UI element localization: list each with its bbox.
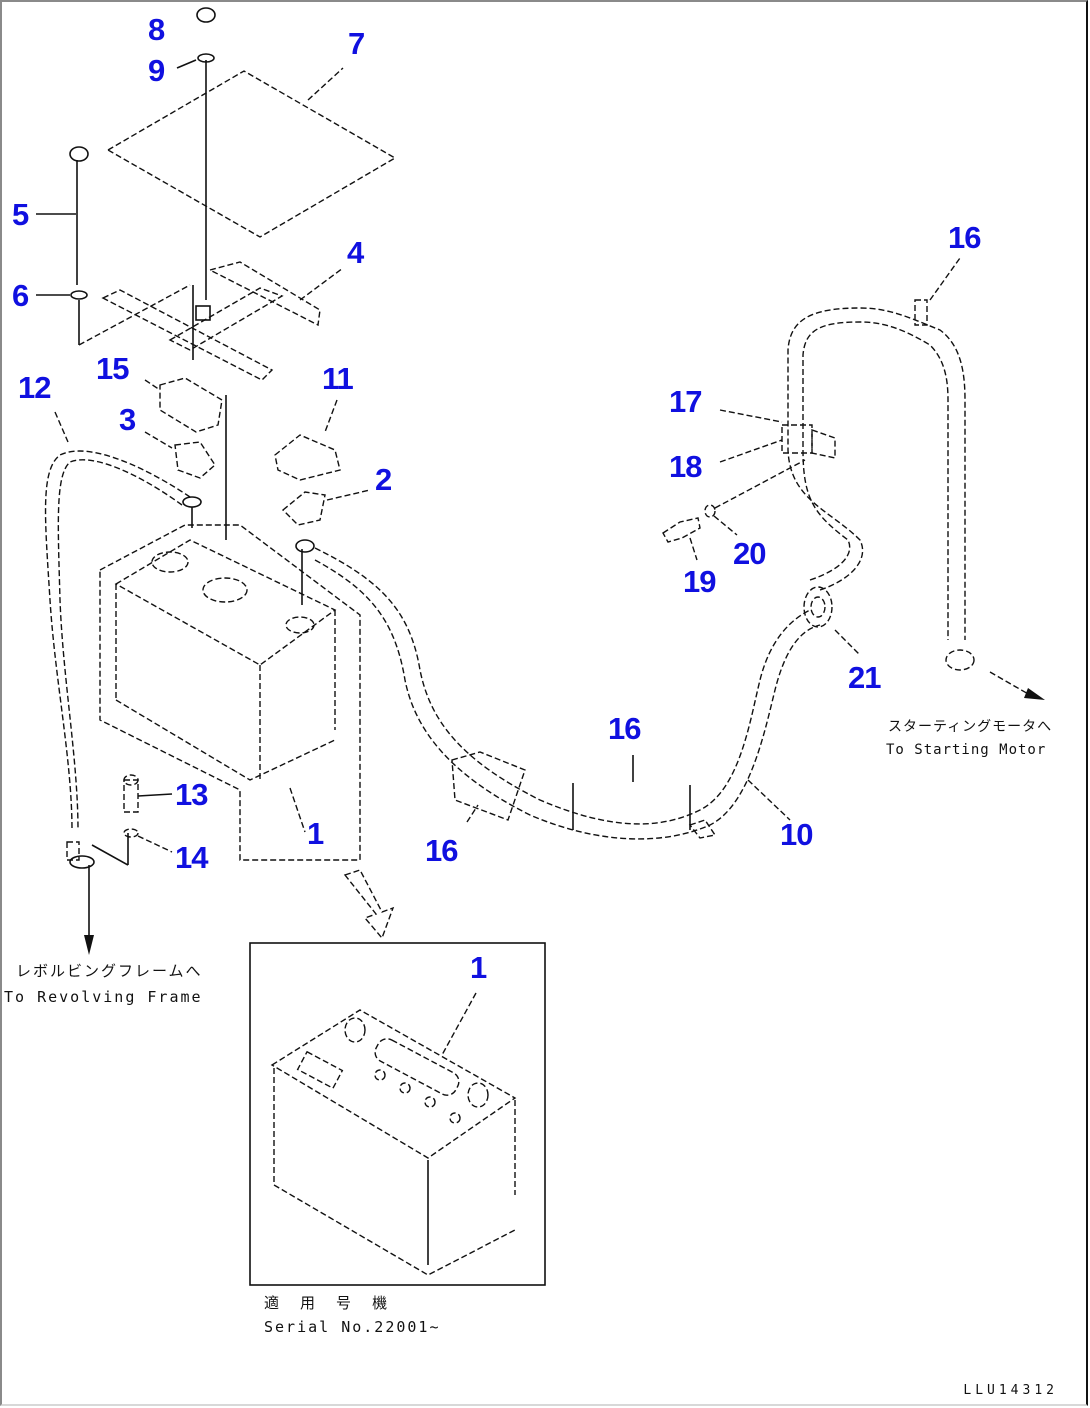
callout-7[interactable]: 7	[348, 26, 365, 61]
callout-17[interactable]: 17	[669, 384, 702, 419]
part-16-clamps	[451, 751, 717, 839]
part-19-bolt	[662, 459, 806, 561]
part-11-terminal-cover	[274, 399, 341, 481]
part-3-terminal-clamp	[144, 431, 216, 479]
part-2-terminal-clamp	[281, 489, 371, 526]
part-13-bolt	[123, 774, 173, 853]
callout-16-mid[interactable]: 16	[608, 711, 641, 746]
note-starting-motor-jp: スターティングモータへ	[888, 719, 1053, 735]
callout-4[interactable]: 4	[347, 235, 364, 270]
callout-1-battery[interactable]: 1	[307, 816, 324, 851]
callout-16-left[interactable]: 16	[425, 833, 458, 868]
part-17-clamp	[719, 409, 836, 463]
arrow-to-starting-motor	[989, 671, 1045, 700]
callout-3[interactable]: 3	[119, 402, 136, 437]
part-12-ground-cable	[44, 411, 202, 955]
callout-2[interactable]: 2	[375, 462, 392, 497]
part-4-bracket	[101, 261, 344, 540]
note-revolving-frame-jp: レボルビングフレームへ	[16, 962, 203, 980]
callout-8[interactable]: 8	[148, 12, 165, 47]
note-starting-motor-en: To Starting Motor	[886, 742, 1047, 758]
callout-12[interactable]: 12	[18, 370, 51, 405]
part-10-battery-cable	[295, 539, 821, 840]
part-1-battery	[99, 524, 361, 861]
note-serial-jp: 適 用 号 機	[264, 1294, 394, 1312]
callout-10[interactable]: 10	[780, 817, 813, 852]
part-21-grommet	[803, 586, 861, 656]
callout-13[interactable]: 13	[175, 777, 208, 812]
callout-5[interactable]: 5	[12, 197, 29, 232]
callout-11[interactable]: 11	[322, 361, 354, 396]
part-10-cable-loop	[787, 257, 975, 671]
callout-19[interactable]: 19	[683, 564, 716, 599]
part-15-terminal-cover	[144, 377, 223, 433]
callout-15[interactable]: 15	[96, 351, 129, 386]
callout-21[interactable]: 21	[848, 660, 881, 695]
note-serial-en: Serial No.22001~	[264, 1318, 441, 1336]
callout-14[interactable]: 14	[175, 840, 208, 875]
note-revolving-frame-en: To Revolving Frame	[4, 988, 203, 1006]
callout-16-top[interactable]: 16	[948, 220, 981, 255]
serial-detail-box	[249, 869, 546, 1286]
document-id: LLU14312	[963, 1383, 1058, 1398]
part-8-bolt	[176, 7, 216, 300]
callout-9[interactable]: 9	[148, 53, 165, 88]
part-7-cover-plate	[106, 67, 397, 238]
callout-6[interactable]: 6	[12, 278, 29, 313]
callout-18[interactable]: 18	[669, 449, 702, 484]
callout-1-detail[interactable]: 1	[470, 950, 487, 985]
callout-20[interactable]: 20	[733, 536, 766, 571]
